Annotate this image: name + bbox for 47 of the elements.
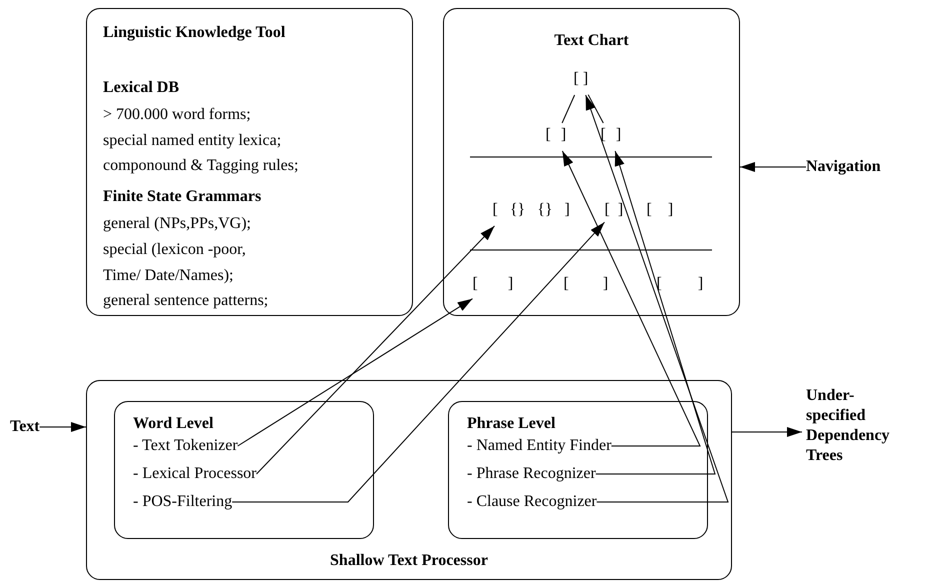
arrow bbox=[256, 226, 495, 474]
input-label: Text bbox=[10, 417, 40, 437]
module-item: - Phrase Recognizer bbox=[467, 464, 596, 484]
arrow bbox=[732, 427, 802, 437]
list-entry: special named entity lexica; bbox=[103, 131, 282, 151]
chart-entry: [ ] bbox=[546, 123, 566, 151]
section-heading: Lexical DB bbox=[103, 78, 179, 98]
module-item: - Clause Recognizer bbox=[467, 492, 597, 512]
arrow bbox=[740, 162, 806, 172]
processor-panel bbox=[86, 380, 732, 580]
chart-entry: [ ] bbox=[472, 272, 514, 300]
panel-title: Linguistic Knowledge Tool bbox=[103, 23, 286, 43]
tree-line bbox=[562, 94, 576, 124]
chart-entry: [ {} {} ] bbox=[492, 198, 570, 226]
arrow bbox=[595, 150, 716, 474]
chart-entry: [ ] bbox=[646, 198, 674, 226]
input-label: Navigation bbox=[806, 157, 881, 177]
module-item: - Lexical Processor bbox=[133, 464, 257, 484]
chart-entry: [ ] bbox=[600, 123, 622, 151]
output-label: Under-specified Dependency Trees bbox=[806, 386, 906, 466]
module-item: - Text Tokenizer bbox=[133, 436, 238, 456]
chart-entry: [ ] bbox=[564, 272, 608, 300]
chart-panel bbox=[443, 8, 740, 316]
module-box bbox=[448, 401, 708, 539]
list-entry: > 700.000 word forms; bbox=[103, 105, 251, 125]
arrow bbox=[39, 422, 86, 432]
arrow bbox=[562, 150, 701, 446]
panel-title: Text Chart bbox=[554, 31, 629, 51]
knowledge-panel bbox=[86, 8, 413, 316]
module-title: Word Level bbox=[133, 414, 214, 434]
list-entry: componound & Tagging rules; bbox=[103, 156, 298, 176]
chart-entry: [ ] bbox=[656, 272, 704, 300]
section-heading: Finite State Grammars bbox=[103, 187, 262, 207]
list-entry: general (NPs,PPs,VG); bbox=[103, 214, 251, 234]
tree-line bbox=[588, 94, 604, 124]
panel-title: Shallow Text Processor bbox=[330, 551, 488, 571]
module-item: - POS-Filtering bbox=[133, 492, 232, 512]
module-item: - Named Entity Finder bbox=[467, 436, 612, 456]
list-entry: general sentence patterns; bbox=[103, 291, 268, 311]
arrow bbox=[237, 298, 473, 446]
list-entry: special (lexicon -poor, Time/ Date/Names); bbox=[103, 240, 247, 286]
chart-entry: [ ] bbox=[604, 198, 624, 226]
chart-entry: [ ] bbox=[574, 67, 588, 95]
module-title: Phrase Level bbox=[467, 414, 556, 434]
arrow bbox=[585, 94, 729, 502]
arrow bbox=[232, 222, 605, 502]
module-box bbox=[114, 401, 374, 539]
